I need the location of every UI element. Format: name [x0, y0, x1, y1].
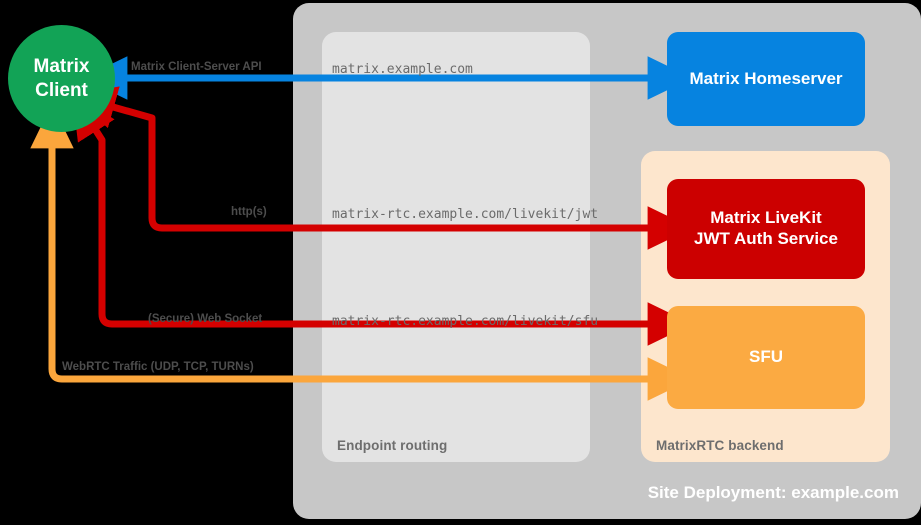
node-sfu[interactable]: SFU — [667, 306, 865, 409]
jwt-label-line2: JWT Auth Service — [694, 229, 838, 248]
node-matrix-client[interactable]: Matrix Client — [8, 25, 115, 132]
client-label-line2: Client — [35, 79, 88, 101]
endpoint-livekit-jwt: matrix-rtc.example.com/livekit/jwt — [332, 207, 599, 222]
label-websocket: (Secure) Web Socket — [148, 313, 263, 325]
label-client-server-api: Matrix Client-Server API — [131, 61, 262, 73]
site-deployment-footer: Site Deployment: example.com — [647, 483, 899, 502]
endpoint-routing-panel — [322, 32, 590, 462]
jwt-label-line1: Matrix LiveKit — [710, 208, 822, 228]
caption-matrixrtc-backend: MatrixRTC backend — [656, 438, 784, 453]
arrow-webrtc-return-to-client — [30, 103, 100, 383]
arrow-websocket-return-to-client — [72, 93, 290, 328]
client-label-line1: Matrix — [33, 56, 90, 78]
endpoint-matrix-example-com: matrix.example.com — [332, 62, 473, 77]
sfu-label: SFU — [749, 347, 783, 367]
label-webrtc-traffic: WebRTC Traffic (UDP, TCP, TURNs) — [62, 361, 254, 373]
homeserver-label: Matrix Homeserver — [689, 68, 843, 88]
node-matrix-livekit-jwt-auth-service[interactable]: Matrix LiveKit JWT Auth Service — [667, 179, 865, 279]
endpoint-livekit-sfu: matrix-rtc.example.com/livekit/sfu — [332, 314, 599, 329]
label-https: http(s) — [231, 206, 267, 218]
caption-endpoint-routing: Endpoint routing — [337, 438, 448, 453]
arrow-https-return-to-client — [70, 86, 290, 232]
node-matrix-homeserver[interactable]: Matrix Homeserver — [667, 32, 865, 126]
